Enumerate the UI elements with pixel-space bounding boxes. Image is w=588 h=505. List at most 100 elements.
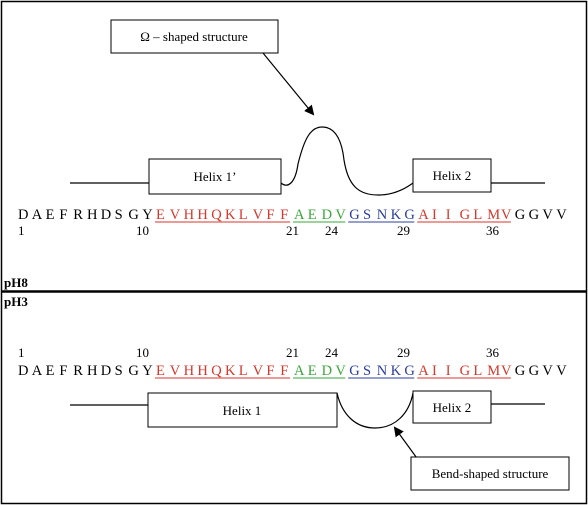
ph3-number-10: 10 (136, 345, 149, 360)
ph3-residue-20: F (280, 363, 288, 379)
ph8-residue-3: E (46, 207, 55, 223)
ph3-residue-4: F (59, 363, 67, 379)
ph3-residue-5: R (73, 363, 83, 379)
ph3-helix-1-label: Helix 1 (223, 403, 262, 418)
ph8-residue-32: I (446, 207, 451, 223)
ph3-residue-21: A (294, 363, 305, 379)
ph3-helix-2-label: Helix 2 (433, 400, 472, 415)
omega-callout-box (110, 19, 279, 54)
ph3-residue-26: S (363, 363, 371, 379)
ph8-residue-39: V (542, 207, 553, 223)
ph3-helix-2-box (412, 390, 492, 424)
ph3-residue-10: Y (142, 363, 153, 379)
ph8-residue-19: F (266, 207, 274, 223)
ph8-number-24: 24 (325, 223, 339, 238)
ph3-residue-28: K (391, 363, 402, 379)
ph8-residue-9: G (128, 207, 139, 223)
ph3-residue-36: V (501, 363, 512, 379)
ph8-residue-16: K (225, 207, 236, 223)
ph8-label: pH8 (4, 275, 28, 290)
omega-callout: Ω – shaped structure (110, 19, 315, 116)
ph3-residue-22: E (308, 363, 317, 379)
ph3-residue-1: D (18, 363, 28, 379)
omega-arrow (262, 52, 315, 116)
ph8-residue-36: V (501, 207, 512, 223)
ph3-residue-37: G (515, 363, 526, 379)
ph8-number-1: 1 (18, 223, 25, 238)
ph3-residue-39: V (542, 363, 553, 379)
bend-callout-box (410, 456, 570, 491)
ph8-residue-8: S (115, 207, 123, 223)
ph8-residue-12: V (170, 207, 181, 223)
ph8-residue-28: K (391, 207, 402, 223)
ph3-structure: Helix 1 Helix 2 (70, 390, 545, 429)
ph3-residue-15: Q (211, 363, 222, 379)
ph8-residue-23: D (322, 207, 332, 223)
ph3-number-29: 29 (397, 345, 410, 360)
ph3-bend-loop (336, 392, 414, 429)
ph8-residue-5: R (73, 207, 83, 223)
ph3-number-21: 21 (286, 345, 299, 360)
ph3-residue-25: G (349, 363, 360, 379)
ph3-residue-34: L (473, 363, 482, 379)
ph8-residue-35: M (487, 207, 500, 223)
omega-callout-label: Ω – shaped structure (140, 29, 248, 44)
ph8-helix-1-label: Helix 1’ (194, 169, 237, 184)
ph3-residue-11: E (156, 363, 165, 379)
ph3-residue-7: D (101, 363, 111, 379)
ph8-residue-2: A (32, 207, 43, 223)
ph8-residue-26: S (363, 207, 371, 223)
ph8-number-36: 36 (486, 223, 500, 238)
ph3-residue-14: H (197, 363, 208, 379)
ph8-residue-37: G (515, 207, 526, 223)
bend-callout-label: Bend-shaped structure (432, 466, 549, 481)
ph8-residue-27: N (377, 207, 388, 223)
ph3-residue-9: G (128, 363, 139, 379)
ph3-residue-23: D (322, 363, 332, 379)
ph3-residue-31: I (432, 363, 437, 379)
ph3-residue-32: I (446, 363, 451, 379)
ph8-residue-25: G (349, 207, 360, 223)
ph8-residue-1: D (18, 207, 28, 223)
ph3-residue-38: G (529, 363, 540, 379)
ph8-residue-29: G (404, 207, 415, 223)
ph8-residue-34: L (473, 207, 482, 223)
ph3-residue-17: L (239, 363, 248, 379)
ph8-helix-1-box (148, 158, 282, 195)
ph8-helix-2-box (412, 158, 492, 193)
ph8-residue-17: L (239, 207, 248, 223)
ph3-label: pH3 (4, 294, 28, 309)
ph8-residue-21: A (294, 207, 305, 223)
ph8-residue-4: F (59, 207, 67, 223)
ph8-residue-11: E (156, 207, 165, 223)
ph3-residue-40: V (556, 363, 567, 379)
ph3-residue-18: V (253, 363, 264, 379)
ph8-residue-22: E (308, 207, 317, 223)
ph8-helix-2-label: Helix 2 (433, 168, 472, 183)
ph8-residue-15: Q (211, 207, 222, 223)
ph3-residue-13: H (184, 363, 195, 379)
ph8-residue-13: H (184, 207, 195, 223)
ph8-residue-24: V (335, 207, 346, 223)
ph8-number-10: 10 (136, 223, 149, 238)
ph8-residue-38: G (529, 207, 540, 223)
ph3-residue-8: S (115, 363, 123, 379)
ph-divider: pH8 pH3 (2, 275, 586, 309)
ph3-residue-29: G (404, 363, 415, 379)
ph8-residue-20: F (280, 207, 288, 223)
bend-arrow (393, 426, 420, 462)
ph3-residue-2: A (32, 363, 43, 379)
ph8-residue-14: H (197, 207, 208, 223)
ph8-residue-33: G (460, 207, 471, 223)
ph8-residue-numbers: 1 10 21 24 29 36 (18, 223, 500, 238)
ph8-number-21: 21 (286, 223, 299, 238)
ph3-number-1: 1 (18, 345, 25, 360)
ph8-omega-loop (280, 126, 414, 196)
ph3-residue-30: A (418, 363, 429, 379)
ph8-residue-6: H (87, 207, 98, 223)
ph8-residue-30: A (418, 207, 429, 223)
bend-callout: Bend-shaped structure (393, 426, 570, 491)
